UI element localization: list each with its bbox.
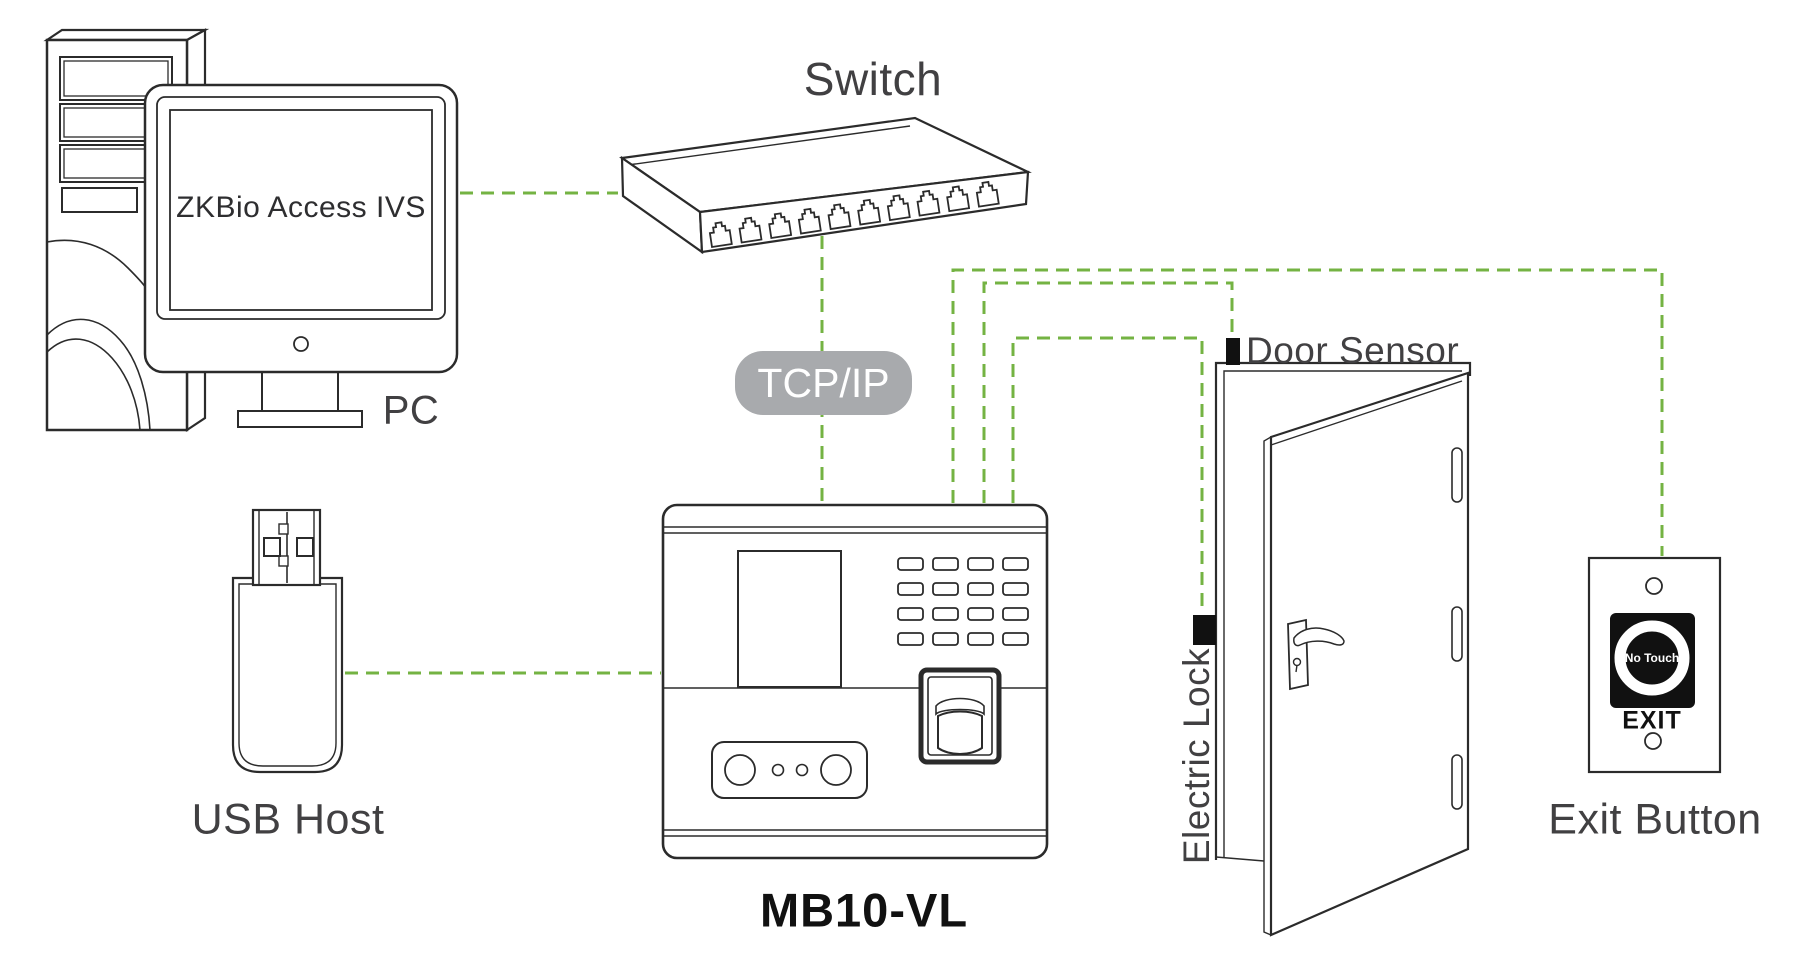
sensor-ring-icon [1614, 620, 1690, 696]
pc-label: PC [382, 388, 440, 433]
camera-lens-icon [820, 754, 852, 786]
usb-host-label: USB Host [191, 795, 385, 844]
no-touch-text: No Touch [1624, 651, 1680, 665]
camera-lens-icon [724, 754, 756, 786]
door-hinge-icon [1451, 447, 1463, 503]
tcpip-badge-text: TCP/IP [757, 359, 890, 406]
rj45-port-icon [886, 194, 911, 222]
exit-button-label: Exit Button [1548, 795, 1762, 844]
rj45-port-icon [857, 198, 882, 226]
usb-body [231, 576, 344, 774]
rj45-port-icon [768, 212, 793, 240]
usb-pin-hole [263, 537, 281, 557]
exit-button-illustration [1587, 556, 1722, 774]
mb10-device-illustration [661, 503, 1049, 860]
usb-pin-hole [296, 537, 314, 557]
tcpip-badge: TCP/IP [735, 351, 912, 415]
switch-illustration [619, 116, 1032, 255]
camera-bar [711, 741, 868, 799]
rj45-port-icon [797, 207, 822, 235]
door-panel [1269, 371, 1470, 937]
camera-led-icon [795, 763, 809, 777]
device-screen [737, 550, 842, 688]
door-sensor-icon [1226, 338, 1240, 365]
rj45-port-icon [827, 203, 852, 231]
rj45-port-icon [738, 216, 763, 244]
fingerprint-reader-icon [918, 667, 1002, 765]
device-model-label: MB10-VL [759, 883, 969, 937]
pc-monitor-illustration [143, 83, 459, 428]
door-illustration [1193, 338, 1472, 937]
pc-screen-text: ZKBio Access IVS [176, 191, 426, 224]
rj45-port-icon [946, 185, 971, 213]
door-frame [1214, 361, 1472, 860]
exit-text: EXIT [1622, 706, 1682, 735]
monitor-power-button [293, 336, 309, 352]
door-sensor-label: Door Sensor [1246, 330, 1460, 371]
connection-device-exit-button [951, 268, 1664, 556]
camera-led-icon [771, 763, 785, 777]
switch-ports [708, 180, 1000, 249]
connection-device-door-sensor [982, 281, 1234, 503]
monitor-stand-base [237, 410, 363, 428]
monitor-screen [169, 109, 433, 311]
switch-label: Switch [803, 53, 943, 105]
monitor-stand-neck [261, 371, 339, 412]
rj45-port-icon [975, 180, 1000, 208]
connection-device-electric-lock [1011, 336, 1204, 613]
door-hinge-icon [1451, 606, 1463, 662]
screw-icon [1644, 732, 1662, 750]
door-hinge-icon [1451, 754, 1463, 810]
drive-slot [61, 187, 138, 213]
door-handle-icon [1287, 618, 1345, 691]
device-keypad [897, 557, 1029, 646]
screw-icon [1645, 577, 1663, 595]
rj45-port-icon [708, 221, 733, 249]
electric-lock-icon [1193, 615, 1216, 645]
electric-lock-label: Electric Lock [1176, 647, 1217, 865]
rj45-port-icon [916, 189, 941, 217]
usb-stick-illustration [231, 508, 344, 774]
